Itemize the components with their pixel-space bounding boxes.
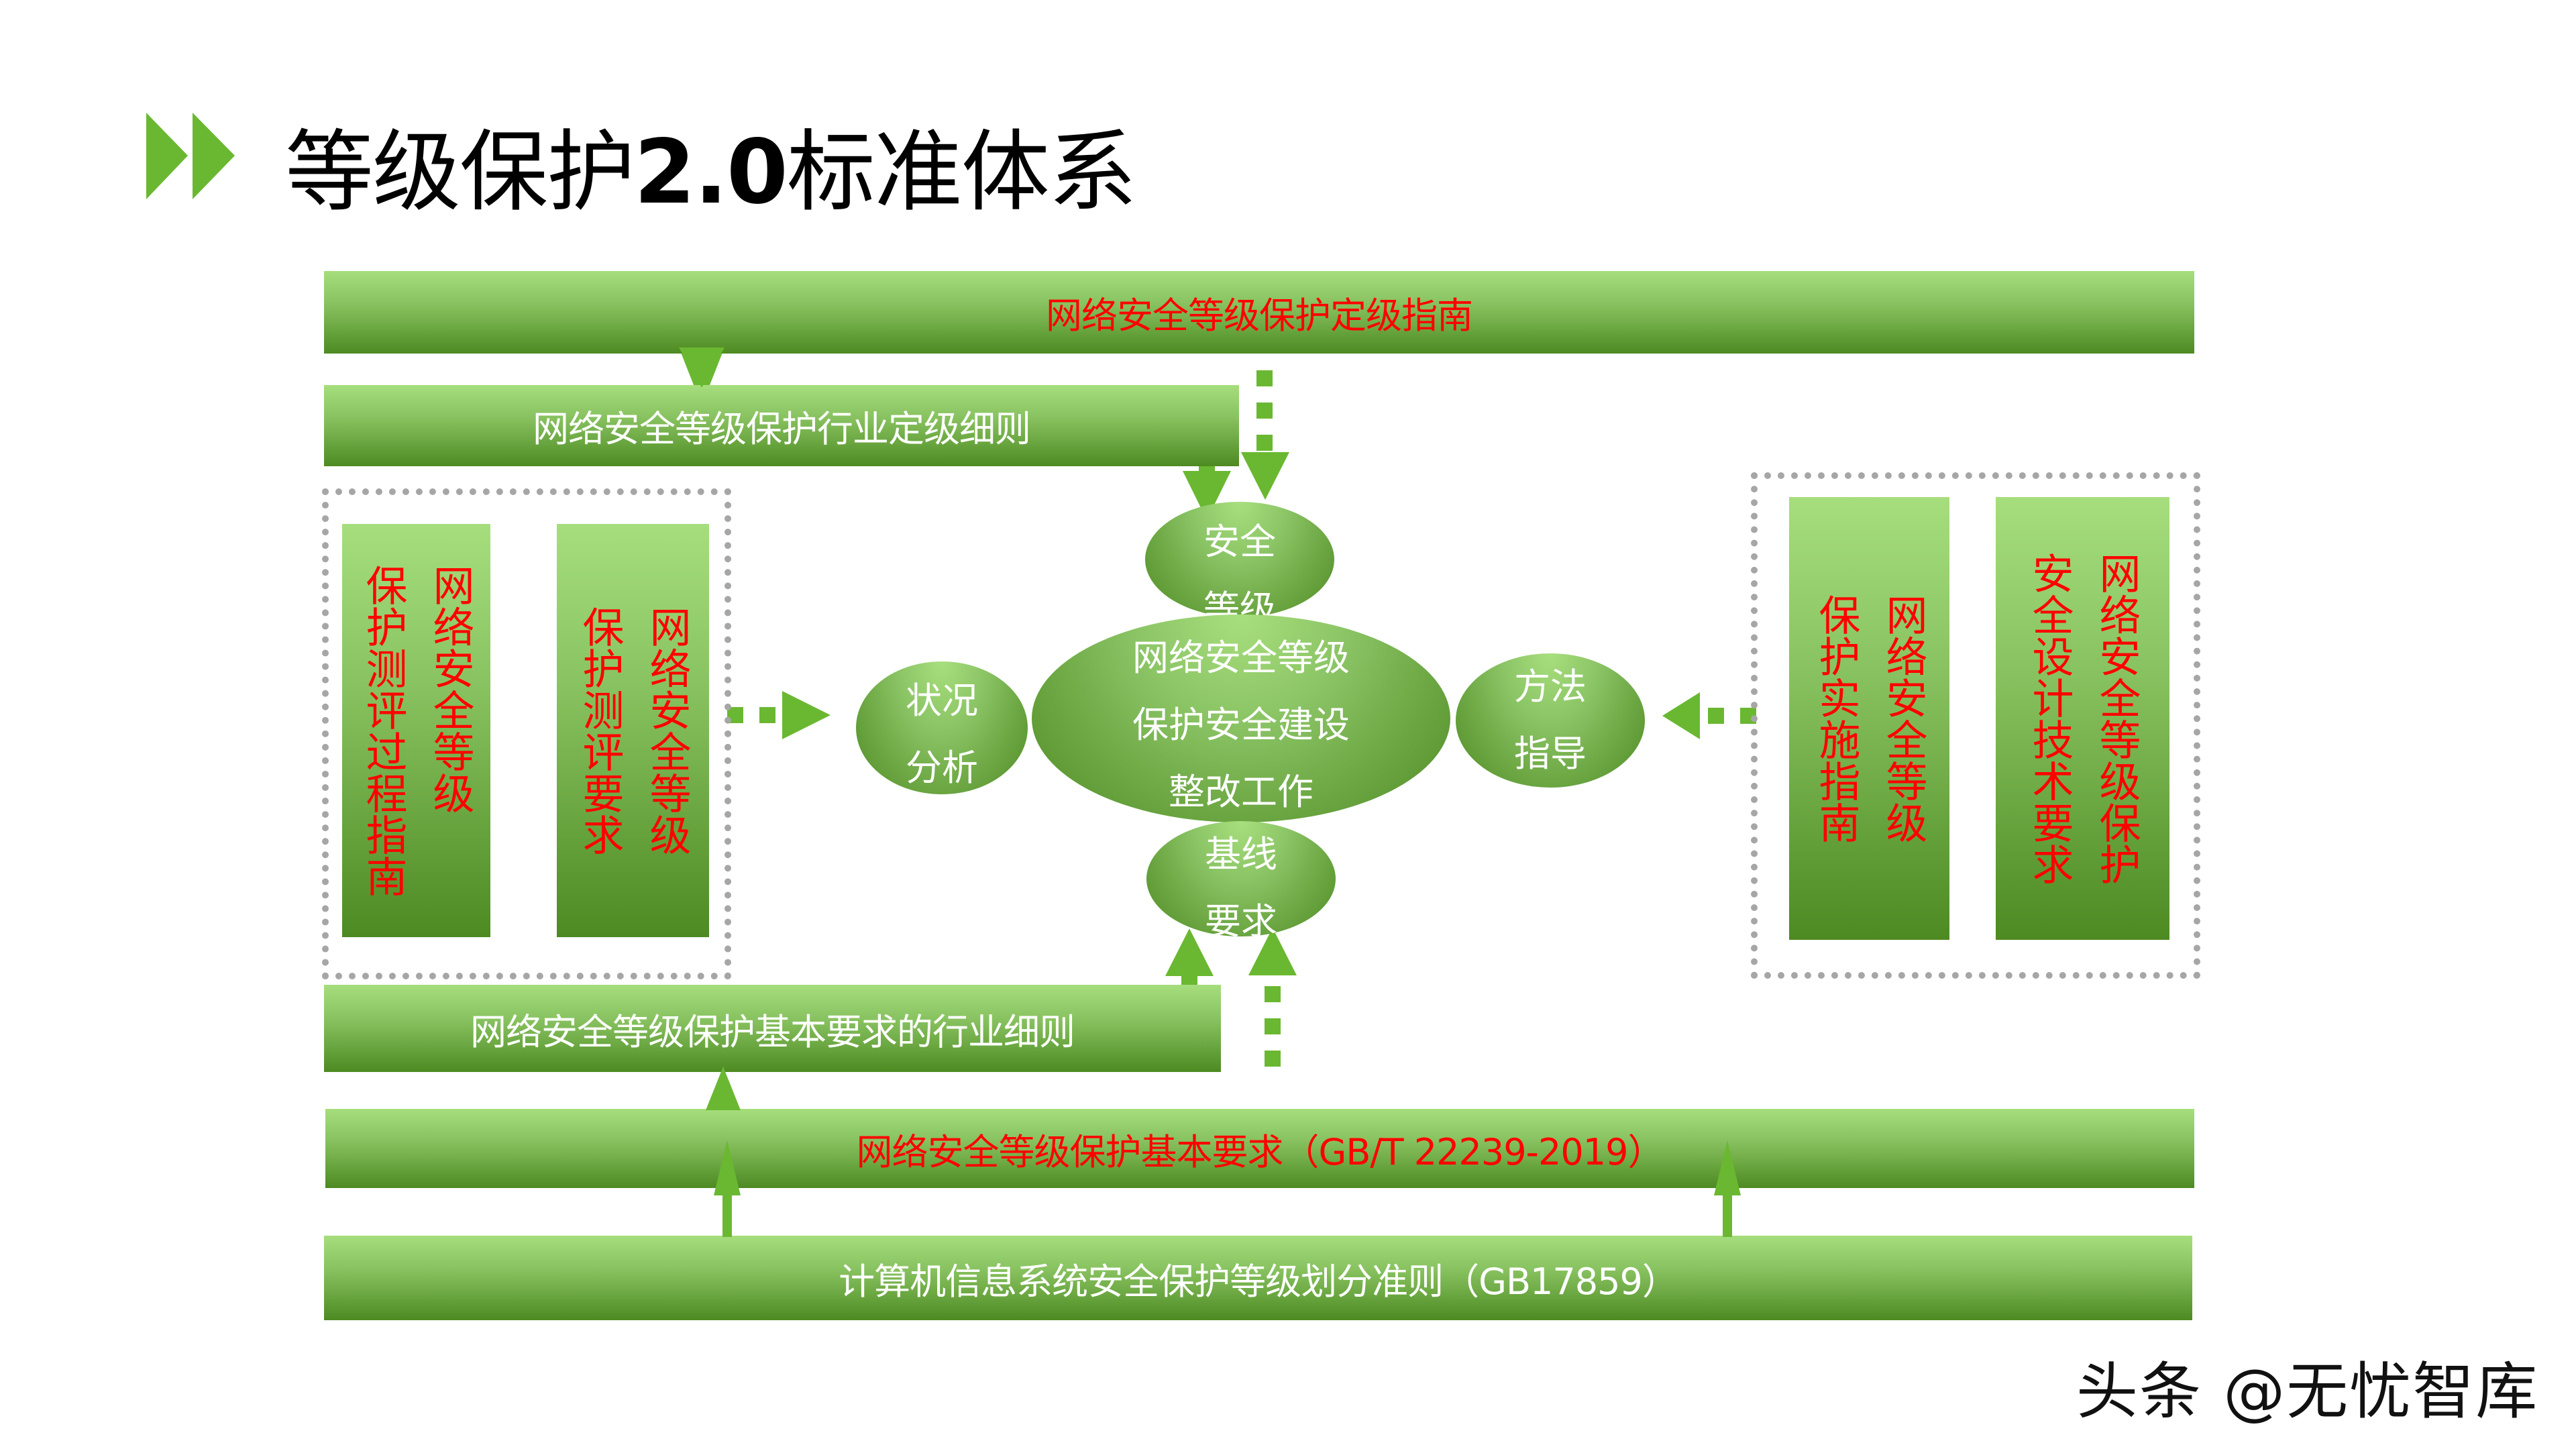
- page-title: 等级保护2.0标准体系: [285, 101, 1137, 229]
- arrow-up-industry-baseline: [1165, 928, 1214, 976]
- left-item-1-line2: 保护测评过程指南: [358, 564, 408, 897]
- node-main-line2: 保护安全建设: [1132, 704, 1350, 746]
- dotted-segment: [1256, 435, 1273, 451]
- arrow-down-dotted-grading: [1241, 452, 1289, 500]
- dotted-segment: [1265, 986, 1281, 1002]
- arrow-shaft: [722, 1195, 732, 1236]
- bar-grading-guide: 网络安全等级保护定级指南: [324, 271, 2194, 354]
- bar-classification-criteria: 计算机信息系统安全保护等级划分准则（GB17859）: [324, 1236, 2192, 1320]
- bar-classification-criteria-label: 计算机信息系统安全保护等级划分准则（GB17859）: [839, 1260, 1678, 1303]
- node-method-guidance-line1: 方法: [1514, 665, 1587, 708]
- node-status-analysis-line1: 状况: [906, 680, 978, 722]
- bar-industry-grading-rules-label: 网络安全等级保护行业定级细则: [533, 408, 1031, 450]
- left-item-1-line1: 网络安全等级: [425, 564, 475, 814]
- left-item-2-line2: 保护测评要求: [575, 606, 625, 855]
- bar-grading-guide-label: 网络安全等级保护定级指南: [1046, 294, 1473, 337]
- right-item-1-line1: 网络安全等级: [1878, 594, 1928, 843]
- left-item-1-text: 网络安全等级 保护测评过程指南: [350, 564, 484, 897]
- right-item-design-tech-requirements: 网络安全等级保护 安全设计技术要求: [1996, 497, 2169, 940]
- right-item-2-line2: 安全设计技术要求: [2025, 552, 2074, 885]
- bar-baseline-requirements-label: 网络安全等级保护基本要求（GB/T 22239-2019）: [856, 1130, 1664, 1173]
- dotted-segment: [1256, 370, 1273, 386]
- node-main-line1: 网络安全等级: [1132, 637, 1350, 679]
- arrow-shaft: [1181, 976, 1197, 985]
- dotted-segment: [1265, 1018, 1281, 1034]
- title-chevron-icon-1: [146, 113, 188, 199]
- watermark-text: 头条 @无忧智库: [2076, 1356, 2539, 1428]
- dotted-segment: [1708, 708, 1724, 724]
- right-item-2-text: 网络安全等级保护 安全设计技术要求: [2016, 552, 2150, 885]
- bar-baseline-industry-rules-label: 网络安全等级保护基本要求的行业细则: [470, 1010, 1075, 1053]
- node-status-analysis-line2: 分析: [906, 747, 978, 789]
- arrow-right-evaluation: [782, 691, 830, 739]
- node-security-grade-line1: 安全: [1203, 521, 1276, 563]
- arrow-shaft: [1723, 1195, 1732, 1236]
- dotted-segment: [1256, 402, 1273, 419]
- left-item-2-text: 网络安全等级 保护测评要求: [566, 606, 700, 855]
- right-item-2-line1: 网络安全等级保护: [2092, 552, 2141, 885]
- right-item-1-text: 网络安全等级 保护实施指南: [1803, 594, 1937, 843]
- node-baseline-line2: 要求: [1205, 900, 1277, 936]
- node-method-guidance: 方法 指导: [1456, 653, 1645, 788]
- bar-industry-grading-rules: 网络安全等级保护行业定级细则: [324, 385, 1239, 466]
- right-group-border: [1751, 472, 2200, 979]
- left-group-border: [322, 488, 731, 979]
- node-security-grade: 安全 等级: [1145, 502, 1334, 617]
- arrow-up-baseline-to-industry-head: [708, 1071, 738, 1109]
- node-security-grade-line2: 等级: [1203, 588, 1276, 617]
- watermark: 头条 @无忧智库: [2076, 1342, 2538, 1431]
- left-item-2-line1: 网络安全等级: [642, 606, 692, 855]
- node-baseline-requirements: 基线 要求: [1146, 821, 1336, 936]
- node-method-guidance-line2: 指导: [1514, 733, 1587, 775]
- node-main-construction-work: 网络安全等级 保护安全建设 整改工作: [1032, 614, 1450, 822]
- dotted-segment: [1265, 1051, 1281, 1067]
- title-version: 2.0: [634, 121, 788, 224]
- node-baseline-line1: 基线: [1205, 833, 1277, 875]
- bar-baseline-industry-rules: 网络安全等级保护基本要求的行业细则: [324, 985, 1221, 1072]
- arrow-up-dotted-baseline: [1248, 928, 1297, 975]
- right-item-implementation-guide: 网络安全等级 保护实施指南: [1789, 497, 1949, 940]
- left-item-evaluation-requirements: 网络安全等级 保护测评要求: [557, 524, 709, 937]
- dotted-segment: [759, 707, 775, 723]
- arrow-down-industry-to-grade: [1183, 471, 1231, 520]
- title-prefix: 等级保护: [285, 121, 635, 224]
- node-status-analysis: 状况 分析: [856, 661, 1028, 794]
- title-suffix: 标准体系: [786, 121, 1137, 224]
- arrow-left-implementation: [1662, 692, 1700, 739]
- title-chevron-icon-2: [193, 113, 235, 199]
- right-item-1-line2: 保护实施指南: [1811, 594, 1861, 843]
- node-main-line3: 整改工作: [1169, 771, 1313, 813]
- left-item-evaluation-process-guide: 网络安全等级 保护测评过程指南: [342, 524, 490, 937]
- bar-baseline-requirements: 网络安全等级保护基本要求（GB/T 22239-2019）: [325, 1109, 2194, 1188]
